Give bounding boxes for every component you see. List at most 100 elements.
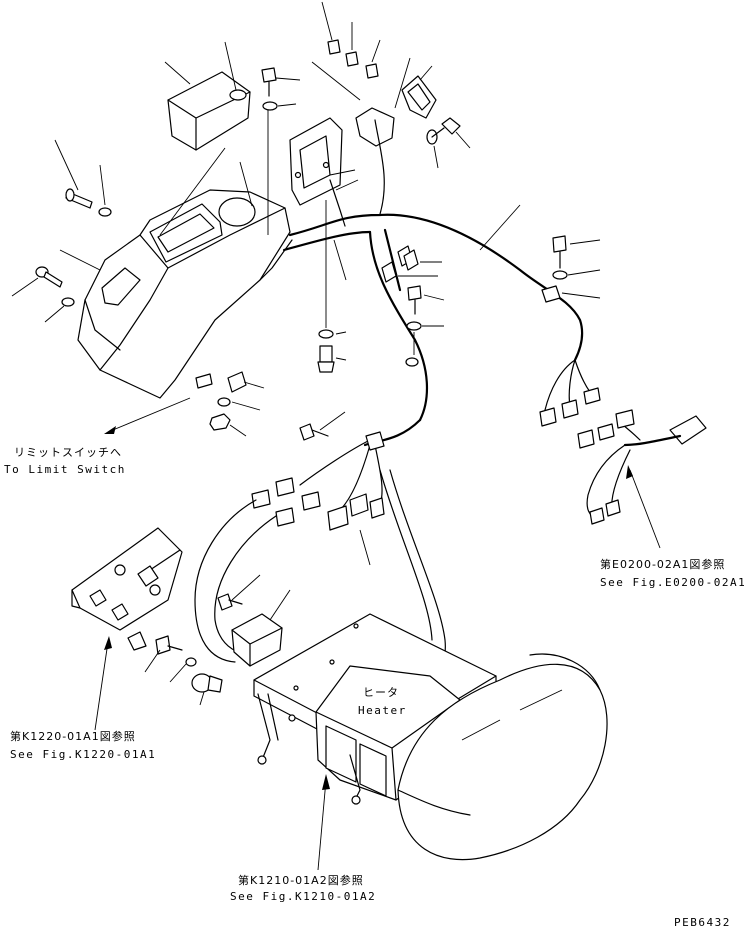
- console-housing: [77, 189, 293, 399]
- bolt: [407, 285, 422, 315]
- connector-cover: [401, 75, 437, 119]
- leader-line: [561, 292, 601, 299]
- leader-line: [333, 239, 347, 281]
- leader-line: [359, 529, 371, 566]
- leader-line: [423, 294, 445, 301]
- k1210-leader: [317, 779, 327, 871]
- washer: [552, 270, 568, 280]
- leader-line: [44, 305, 65, 323]
- leader-line: [54, 139, 79, 191]
- e0200-branch: [577, 409, 707, 525]
- round-switch: [191, 673, 223, 693]
- fig-k1220-label-jp: 第K1220-01A1図参照: [10, 730, 136, 743]
- leader-line: [159, 147, 226, 236]
- washer: [406, 321, 422, 331]
- washer: [185, 657, 197, 667]
- arrowhead: [322, 774, 330, 790]
- drawing-number: PEB6432: [674, 916, 731, 929]
- connector-cluster: [381, 245, 419, 283]
- connector-housing: [355, 107, 395, 147]
- leader-line: [371, 39, 381, 63]
- limit-switch-label-en: To Limit Switch: [4, 463, 126, 476]
- leader-line: [567, 269, 601, 276]
- clip: [195, 373, 213, 389]
- clip: [327, 39, 341, 55]
- bolt: [217, 593, 243, 611]
- fig-e0200-label-en: See Fig.E0200-02A1: [600, 576, 747, 589]
- leader-line: [394, 57, 411, 109]
- leader-line: [169, 663, 187, 683]
- leader-line: [224, 41, 237, 91]
- mounting-bracket: [71, 527, 183, 631]
- leader-line: [144, 649, 161, 673]
- ring-terminal: [35, 266, 63, 288]
- leader-line: [164, 61, 191, 85]
- clip: [127, 631, 147, 651]
- heater-linkage: [257, 693, 361, 805]
- clip: [365, 63, 379, 79]
- bolt: [299, 423, 329, 441]
- leader-line: [275, 77, 301, 81]
- leader-line: [59, 249, 101, 271]
- leader-line: [311, 61, 361, 101]
- heater-label-jp: ヒータ: [363, 686, 399, 699]
- arrowhead: [104, 636, 112, 650]
- leader-line: [519, 689, 563, 711]
- leader-line: [335, 179, 359, 191]
- leader-line: [569, 239, 601, 245]
- grommet: [405, 357, 419, 367]
- heater-label-en: Heater: [358, 704, 407, 717]
- bolt: [65, 188, 93, 209]
- bolt: [261, 67, 277, 97]
- leader-line: [419, 65, 433, 81]
- limit-switch-leader: [107, 397, 191, 433]
- leader-line: [239, 161, 253, 207]
- leader-line: [335, 331, 347, 335]
- clip: [345, 51, 359, 67]
- fig-k1210-label-jp: 第K1210-01A2図参照: [238, 874, 364, 887]
- leader-line: [319, 411, 346, 431]
- leader-line: [433, 145, 439, 169]
- bolt: [155, 635, 183, 655]
- washer: [98, 207, 112, 217]
- leader-line: [231, 574, 261, 601]
- leader-line: [199, 691, 205, 706]
- clamp: [227, 371, 247, 393]
- leader-line: [277, 103, 297, 107]
- leader-line: [11, 277, 39, 297]
- washer: [262, 101, 278, 111]
- leader-line: [479, 204, 521, 251]
- right-connectors: [539, 359, 601, 427]
- e0200-leader: [629, 469, 661, 549]
- k1220-leader: [94, 641, 109, 731]
- leader-line: [329, 169, 356, 176]
- limit-switch-label-jp: リミットスイッチへ: [14, 446, 122, 459]
- leader-line: [461, 719, 501, 741]
- blower-housing: [397, 653, 608, 861]
- fig-k1210-label-en: See Fig.K1210-01A2: [230, 890, 377, 903]
- arrowhead: [626, 465, 633, 479]
- leader-line: [321, 1, 333, 41]
- fig-e0200-label-jp: 第E0200-02A1図参照: [600, 558, 726, 571]
- harness-clamp: [541, 285, 561, 303]
- leader-line: [99, 164, 106, 206]
- washer: [318, 329, 334, 339]
- resistor-block: [231, 613, 283, 667]
- washer: [61, 297, 75, 307]
- leader-line: [269, 589, 291, 621]
- leader-line: [243, 381, 265, 389]
- arrowhead: [104, 426, 116, 434]
- leader-line: [229, 424, 247, 437]
- bolt: [552, 235, 567, 269]
- relay-box: [167, 71, 251, 151]
- leader-line: [231, 401, 261, 411]
- bolt: [431, 117, 461, 138]
- center-connectors: [251, 431, 385, 531]
- leader-line: [455, 131, 471, 149]
- bolt: [317, 345, 335, 373]
- leader-line: [335, 357, 347, 361]
- nut: [209, 413, 231, 431]
- fig-k1220-label-en: See Fig.K1220-01A1: [10, 748, 157, 761]
- washer: [217, 397, 231, 407]
